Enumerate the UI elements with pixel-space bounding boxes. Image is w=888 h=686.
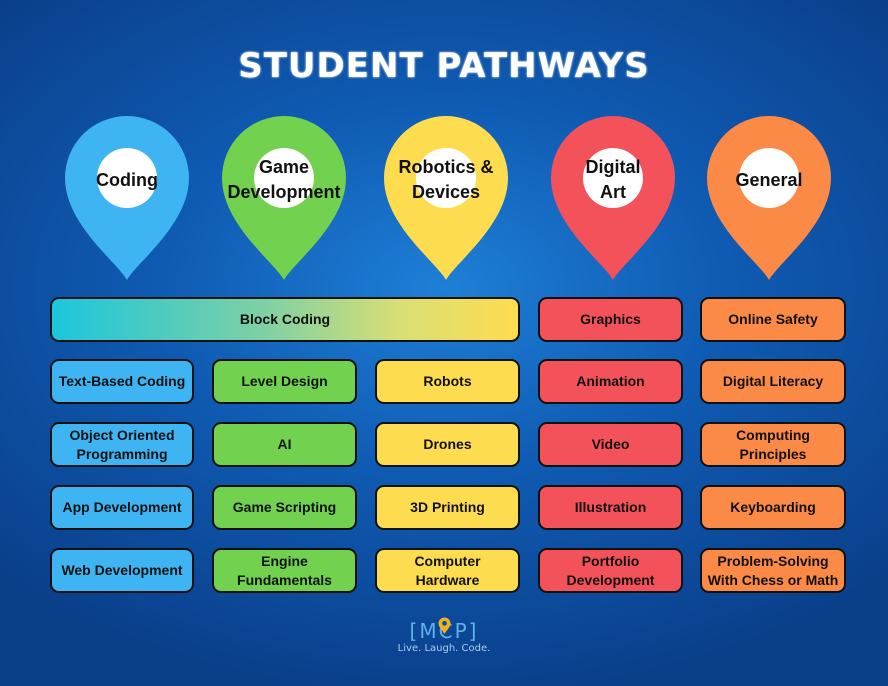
topic-computer-hardware: Computer Hardware <box>375 548 520 593</box>
pin-label: Coding <box>96 169 158 190</box>
topic-ai: AI <box>212 422 357 467</box>
page-title: STUDENT PATHWAYS <box>238 46 650 86</box>
topic-portfolio-development: Portfolio Development <box>538 548 683 593</box>
pin-general: General <box>707 116 831 282</box>
map-pin-icon <box>551 116 675 280</box>
topic-level-design: Level Design <box>212 359 357 404</box>
topic-keyboarding: Keyboarding <box>700 485 846 530</box>
logo: [MCP] Live. Laugh. Code. <box>394 617 494 654</box>
topic-illustration: Illustration <box>538 485 683 530</box>
topic-animation: Animation <box>538 359 683 404</box>
topic-engine-fundamentals: Engine Fundamentals <box>212 548 357 593</box>
topic-app-development: App Development <box>50 485 194 530</box>
topic-robots: Robots <box>375 359 520 404</box>
topic-computing-principles: Computing Principles <box>700 422 846 467</box>
topic-3d-printing: 3D Printing <box>375 485 520 530</box>
pin-label: General <box>735 169 803 190</box>
logo-tagline: Live. Laugh. Code. <box>397 643 491 654</box>
topic-problem-solving: Problem-Solving With Chess or Math <box>700 548 846 593</box>
topic-web-development: Web Development <box>50 548 194 593</box>
location-pin-icon <box>438 617 451 634</box>
pin-label: Robotics &Devices <box>398 157 494 202</box>
map-pin-icon <box>65 116 189 280</box>
pin-coding: Coding <box>65 116 189 282</box>
map-pin-icon <box>222 116 346 280</box>
topic-object-oriented-programming: Object Oriented Programming <box>50 422 194 467</box>
map-pin-icon <box>384 116 508 280</box>
topic-video: Video <box>538 422 683 467</box>
topic-online-safety: Online Safety <box>700 297 846 342</box>
pin-robotics-devices: Robotics &Devices <box>384 116 508 282</box>
map-pin-icon <box>707 116 831 280</box>
topic-game-scripting: Game Scripting <box>212 485 357 530</box>
topic-graphics: Graphics <box>538 297 683 342</box>
topic-block-coding: Block Coding <box>50 297 520 342</box>
topic-digital-literacy: Digital Literacy <box>700 359 846 404</box>
topic-drones: Drones <box>375 422 520 467</box>
topic-text-based-coding: Text-Based Coding <box>50 359 194 404</box>
